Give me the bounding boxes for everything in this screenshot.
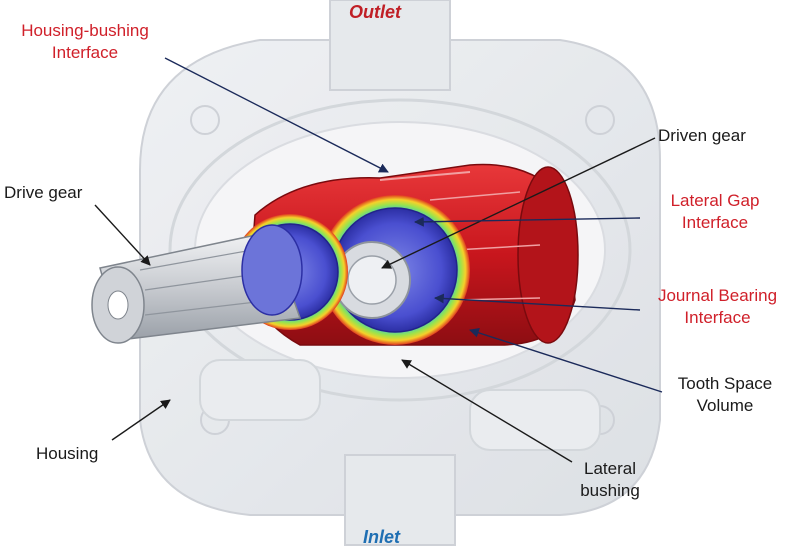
housing-bushing-line2: Interface: [51, 43, 119, 62]
pointer-driven-gear: [381, 137, 656, 269]
pointer-tooth-space: [469, 328, 663, 393]
housing-bushing-line1: Housing-bushing: [21, 21, 149, 40]
pointer-lines: [94, 57, 663, 463]
lateral-bushing-label: Lateral bushing: [560, 458, 660, 502]
lateral-bushing-line1: Lateral: [584, 459, 636, 478]
lateral-bushing-line2: bushing: [580, 481, 640, 500]
pointer-journal-bearing: [434, 293, 641, 311]
pointer-lateral-bushing: [401, 359, 573, 463]
pointer-lateral-gap: [414, 216, 641, 227]
inlet-label: Inlet: [363, 527, 401, 547]
drive-gear-label: Drive gear: [4, 183, 83, 202]
lateral-gap-line1: Lateral Gap: [670, 191, 760, 210]
tooth-space-volume-label: Tooth Space Volume: [665, 373, 785, 417]
pointer-housing: [111, 399, 171, 441]
journal-bearing-line1: Journal Bearing: [657, 286, 778, 305]
journal-bearing-line2: Interface: [684, 308, 751, 327]
pointer-housing-bushing: [164, 57, 389, 173]
outlet-label: Outlet: [349, 2, 401, 22]
lateral-gap-interface-label: Lateral Gap Interface: [650, 190, 780, 234]
pointer-drive-gear: [94, 204, 151, 266]
journal-bearing-interface-label: Journal Bearing Interface: [640, 285, 795, 329]
tooth-space-line2: Volume: [696, 396, 754, 415]
housing-label: Housing: [36, 444, 99, 463]
lateral-gap-line2: Interface: [681, 213, 749, 232]
tooth-space-line1: Tooth Space: [677, 374, 773, 393]
driven-gear-label: Driven gear: [658, 126, 746, 145]
housing-bushing-interface-label: Housing-bushing Interface: [10, 20, 160, 64]
